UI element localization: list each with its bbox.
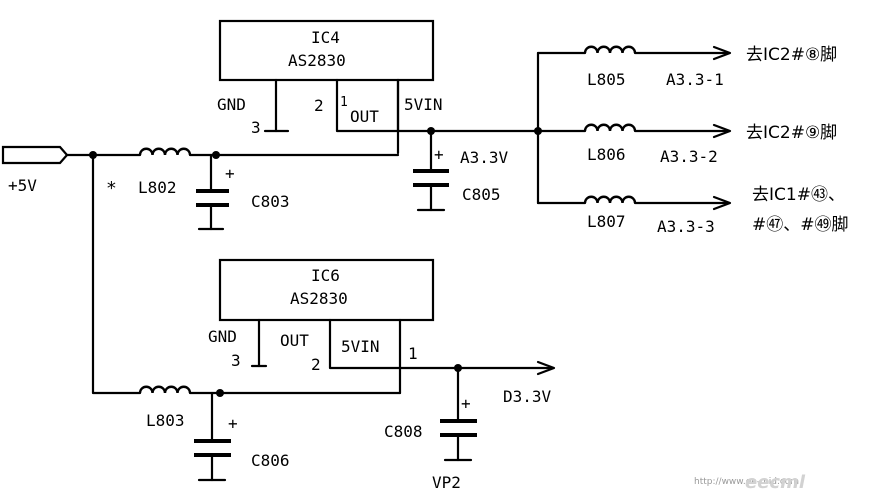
c805-label: C805	[462, 185, 501, 204]
dest-ic1-line2: #㊼、#㊾脚	[752, 215, 849, 235]
a33-net-label: A3.3V	[460, 148, 509, 167]
dest-ic1-line1: 去IC1#㊸、	[752, 185, 845, 205]
l802-inductor	[138, 147, 192, 156]
ic4-pin2-label: 2	[314, 96, 324, 115]
c805-polarity: +	[434, 145, 444, 164]
ic6-pin1-label: 1	[408, 344, 418, 363]
watermark-url: http://www.ee-mid.com	[694, 477, 799, 487]
a33-2-net-label: A3.3-2	[660, 147, 718, 166]
l803-label: L803	[146, 411, 185, 430]
lower-feed-wire	[91, 153, 142, 395]
ic6-out-pin	[328, 318, 460, 370]
ic4-name: IC4	[311, 28, 340, 47]
arrow-icon	[712, 195, 732, 211]
ic6-gnd-label: GND	[208, 327, 237, 346]
l807-inductor	[583, 195, 637, 204]
ic4-out-label: OUT	[350, 107, 379, 126]
a33-1-net-label: A3.3-1	[666, 70, 724, 89]
ic6-part: AS2830	[290, 289, 348, 308]
c803-polarity: +	[225, 164, 235, 183]
ic4-gnd-label: GND	[217, 95, 246, 114]
c806-polarity: +	[228, 414, 238, 433]
ic4-pin3-label: 3	[251, 118, 261, 137]
watermark-logo: eecml	[745, 472, 806, 493]
l803-inductor	[138, 385, 192, 394]
c808-label: C808	[384, 422, 423, 441]
dest-ic2-pin8: 去IC2#⑧脚	[746, 45, 837, 65]
arrow-icon	[712, 123, 732, 139]
l805-label: L805	[587, 70, 626, 89]
c806-label: C806	[251, 451, 290, 470]
ic4-vin-label: 5VIN	[404, 95, 443, 114]
l802-label: L802	[138, 178, 177, 197]
vp2-label: VP2	[432, 473, 461, 492]
arrow-icon	[712, 45, 732, 61]
c806-junction	[216, 389, 224, 397]
plus5v-label: +5V	[8, 176, 37, 195]
l807-label: L807	[587, 212, 626, 231]
a33-3-net-label: A3.3-3	[657, 217, 715, 236]
ic6-vin-label: 5VIN	[341, 337, 380, 356]
ic4-pin1-label: 1	[340, 95, 348, 110]
ic6-body	[218, 258, 435, 322]
c803-label: C803	[251, 192, 290, 211]
star-mark: *	[106, 178, 117, 199]
l806-label: L806	[587, 145, 626, 164]
arrow-icon	[536, 360, 556, 376]
c808-polarity: +	[461, 394, 471, 413]
ic6-out-label: OUT	[280, 331, 309, 350]
ic6-name: IC6	[311, 266, 340, 285]
ic6-pin3-label: 3	[231, 351, 241, 370]
l806-inductor	[583, 123, 637, 132]
ic4-body	[218, 19, 435, 82]
d33-net-label: D3.3V	[503, 387, 552, 406]
c803-junction	[212, 151, 220, 159]
l805-inductor	[583, 45, 637, 54]
dest-ic2-pin9: 去IC2#⑨脚	[746, 123, 837, 143]
ic4-part: AS2830	[288, 51, 346, 70]
plus5v-input-terminal	[1, 145, 69, 165]
ic6-pin2-label: 2	[311, 355, 321, 374]
